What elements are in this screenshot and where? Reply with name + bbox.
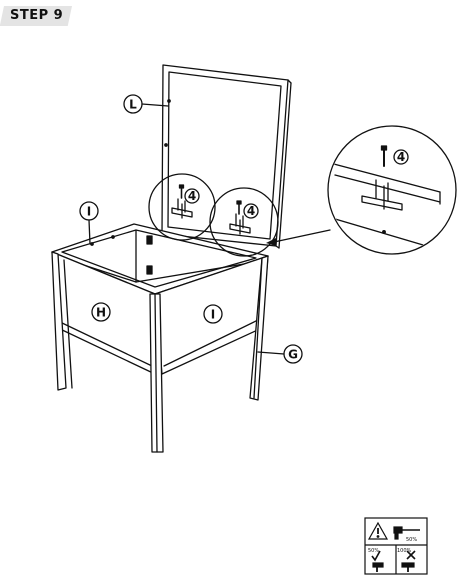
- screw-right: [236, 200, 242, 215]
- callout-G: G: [288, 348, 298, 362]
- warning-right-percent: 100%: [397, 548, 412, 554]
- power-tool-warning: [364, 517, 428, 575]
- warning-top-percent: 50%: [406, 537, 417, 543]
- screwdriver-icon: [372, 562, 384, 572]
- warning-triangle-icon: [367, 521, 389, 540]
- hinge-left: [171, 198, 193, 219]
- callout-screw-detail: 4: [397, 150, 405, 164]
- check-icon: [371, 550, 381, 562]
- zoom-arrow: [273, 229, 331, 243]
- callout-H: H: [96, 306, 106, 320]
- detail-zoom: [327, 125, 457, 255]
- drill-icon: [393, 526, 420, 540]
- step-label: STEP 9: [10, 8, 64, 23]
- callout-I-top: I: [87, 205, 91, 219]
- lid: [161, 64, 292, 249]
- hinge-detail-circle-right: [209, 187, 279, 257]
- callout-screw-right: 4: [247, 204, 255, 218]
- screw-left: [178, 184, 185, 199]
- callout-L: L: [129, 98, 137, 112]
- warning-left-percent: 50%: [368, 548, 379, 554]
- hinge-detail-circle-left: [148, 173, 216, 241]
- callout-screw-left: 4: [188, 189, 196, 203]
- callout-I-panel: I: [211, 308, 215, 322]
- hinge-right: [229, 213, 251, 235]
- drill-disallowed-icon: [401, 562, 415, 572]
